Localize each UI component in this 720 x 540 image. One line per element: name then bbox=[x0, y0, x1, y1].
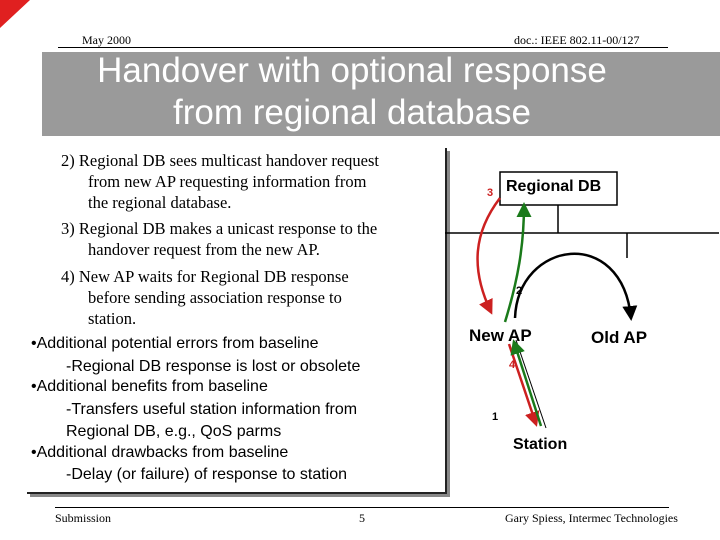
step-4-line-1: 4) New AP waits for Regional DB response bbox=[61, 267, 349, 286]
step-2-line-2: from new AP requesting information from bbox=[88, 172, 367, 191]
arrow-2-request-black bbox=[513, 252, 638, 321]
bullet-benefits-sub-2: Regional DB, e.g., QoS parms bbox=[66, 423, 282, 440]
station-label: Station bbox=[513, 436, 568, 453]
step-2-line-3: the regional database. bbox=[88, 193, 232, 212]
arrow-label-3: 3 bbox=[487, 187, 494, 199]
text-box bbox=[27, 148, 447, 494]
step-3-line-1: 3) Regional DB makes a unicast response … bbox=[61, 219, 378, 238]
slide-title: Handover with optional response from reg… bbox=[42, 50, 662, 134]
title-line-2: from regional database bbox=[173, 93, 531, 132]
step-4-line-3: station. bbox=[88, 309, 137, 328]
regional-db-box bbox=[499, 171, 618, 206]
arrow-1-reassociation bbox=[510, 339, 543, 427]
title-shadow bbox=[42, 52, 720, 136]
step-2-line-1: 2) Regional DB sees multicast handover r… bbox=[61, 151, 380, 170]
step-3-line-2: handover request from the new AP. bbox=[88, 240, 320, 259]
footer-page-number: 5 bbox=[359, 511, 365, 525]
footer-rule bbox=[55, 507, 669, 508]
bullet-drawbacks-sub-1: -Delay (or failure) of response to stati… bbox=[66, 466, 348, 483]
bullet-errors-sub-1: -Regional DB response is lost or obsolet… bbox=[66, 358, 361, 375]
title-line-1: Handover with optional response bbox=[97, 51, 607, 90]
bullet-benefits: •Additional benefits from baseline bbox=[31, 378, 268, 395]
bullet-errors: •Additional potential errors from baseli… bbox=[31, 335, 319, 352]
header-date: May 2000 bbox=[82, 33, 131, 47]
arrow-4-association bbox=[507, 343, 540, 427]
arrow-3-response bbox=[476, 197, 501, 315]
header-doc-id: doc.: IEEE 802.11-00/127 bbox=[514, 33, 640, 47]
header-rule bbox=[58, 47, 668, 48]
regional-db-label: Regional DB bbox=[506, 178, 602, 195]
step-4-line-2: before sending association response to bbox=[88, 288, 342, 307]
new-ap-label: New AP bbox=[469, 326, 532, 345]
station-link-line bbox=[515, 339, 547, 429]
arrow-label-4: 4 bbox=[509, 359, 516, 371]
arrow-label-1: 1 bbox=[492, 411, 499, 423]
bullet-benefits-sub-1: -Transfers useful station information fr… bbox=[66, 401, 358, 418]
arrow-label-2: 2 bbox=[516, 285, 523, 297]
old-ap-label: Old AP bbox=[591, 328, 648, 347]
footer-author: Gary Spiess, Intermec Technologies bbox=[505, 511, 678, 525]
footer-submission: Submission bbox=[55, 511, 112, 525]
bullet-drawbacks: •Additional drawbacks from baseline bbox=[31, 444, 289, 461]
arrow-2-request-green bbox=[503, 202, 532, 323]
